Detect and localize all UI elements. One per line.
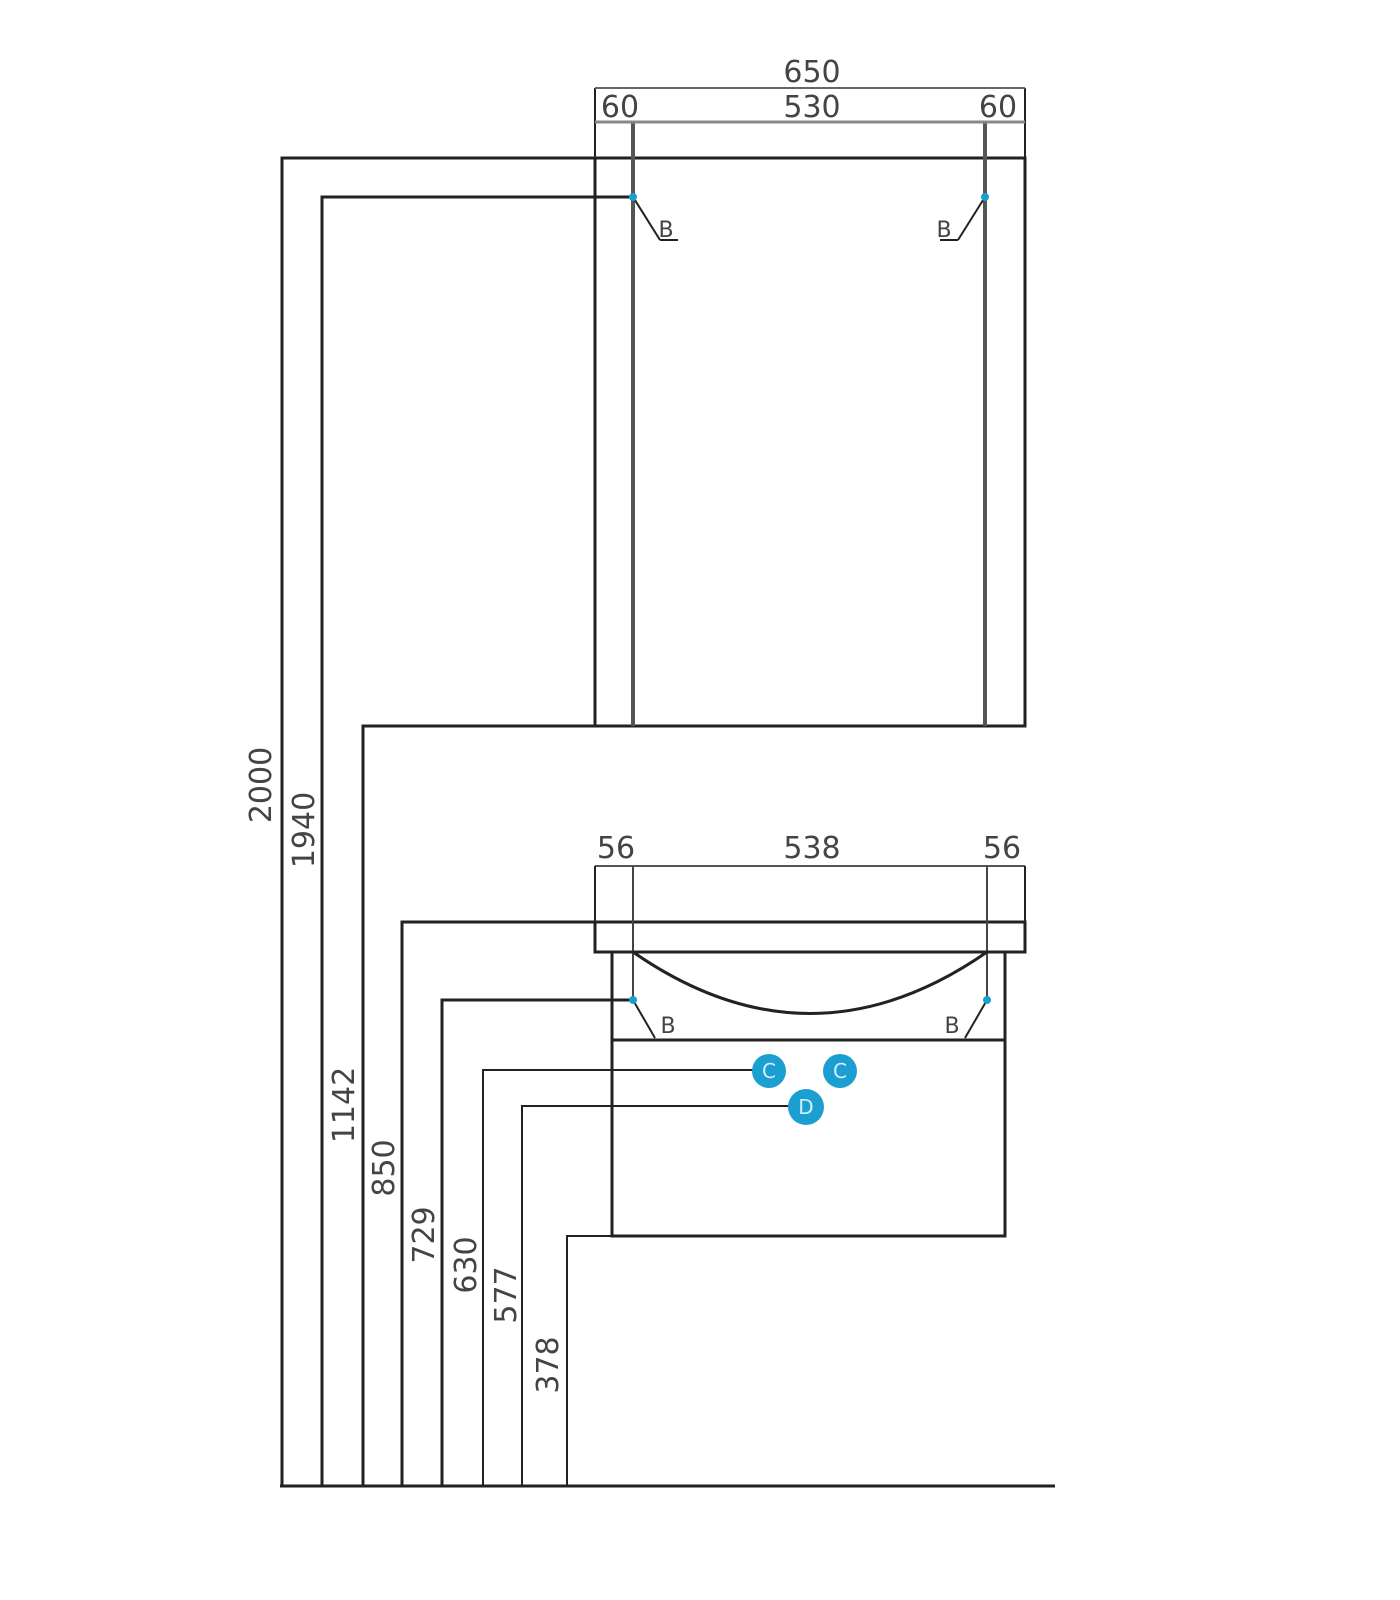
- leader-b-left: [632, 196, 661, 241]
- connection-c1: C: [752, 1054, 786, 1088]
- height-dim-line: [482, 1069, 755, 1486]
- svg-text:C: C: [762, 1059, 776, 1083]
- dim-60-right-label: 60: [979, 90, 1017, 125]
- height-dim-line: [361, 724, 595, 1486]
- vanity-inner-lines: [632, 866, 988, 1000]
- dim-530-label: 530: [783, 90, 840, 125]
- height-dim-line: [440, 998, 633, 1486]
- height-dim-line: [566, 1235, 612, 1486]
- dim-60-left-label: 60: [601, 90, 639, 125]
- mount-points: [629, 193, 991, 1004]
- height-label-850: 850: [367, 1139, 402, 1196]
- mount-b-label: B: [936, 218, 951, 243]
- height-dim-line: [280, 156, 595, 1486]
- height-label-1142: 1142: [327, 1067, 362, 1143]
- height-label-378: 378: [531, 1336, 566, 1393]
- height-label-1940: 1940: [287, 792, 322, 868]
- svg-text:D: D: [798, 1095, 813, 1119]
- mount-b-label: B: [658, 218, 673, 243]
- dim-538-label: 538: [783, 831, 840, 866]
- drawing-lines: [280, 87, 1055, 1488]
- mirror-cabinet-outline: [593, 156, 1027, 728]
- connection-c2: C: [823, 1054, 857, 1088]
- dim-56-right-label: 56: [983, 831, 1021, 866]
- height-label-729: 729: [407, 1206, 442, 1263]
- mount-b-label: B: [660, 1014, 675, 1039]
- height-dim-line: [521, 1105, 790, 1486]
- svg-text:C: C: [833, 1059, 847, 1083]
- dim-650-label: 650: [783, 55, 840, 90]
- countertop: [593, 920, 1027, 954]
- mount-b-label: B: [944, 1014, 959, 1039]
- height-label-630: 630: [449, 1236, 484, 1293]
- leader-b-right: [964, 999, 988, 1039]
- leader-b-left: [632, 999, 656, 1039]
- height-dim-line: [400, 920, 595, 1486]
- height-dim-line: [320, 195, 633, 1486]
- connection-d: D: [788, 1089, 824, 1125]
- height-label-577: 577: [489, 1266, 524, 1323]
- vanity-body: [610, 950, 1007, 1238]
- dim-56-left-label: 56: [597, 831, 635, 866]
- leader-b-right: [957, 196, 986, 241]
- height-label-2000: 2000: [244, 747, 279, 823]
- basin-curve: [632, 950, 988, 1015]
